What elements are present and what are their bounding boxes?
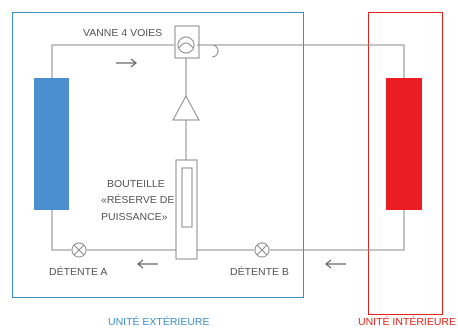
outdoor-unit-label: UNITÉ EXTÉRIEURE <box>108 316 210 328</box>
expansion-b-label: DÉTENTE B <box>230 266 289 278</box>
four-way-valve-icon <box>177 36 195 54</box>
expansion-a-label: DÉTENTE A <box>49 266 108 278</box>
flow-arrow-right-icon <box>116 58 137 68</box>
bottle-label-line-3: PUISSANCE» <box>101 211 168 223</box>
valve-label: VANNE 4 VOIES <box>83 27 163 39</box>
expansion-valve-a-icon <box>71 242 87 258</box>
expansion-valve-b-icon <box>254 242 270 258</box>
reserve-bottle <box>175 159 198 260</box>
bottle-label-line-2: «RÉSERVE DE <box>101 194 175 206</box>
indoor-unit-frame <box>368 12 443 315</box>
indoor-unit-label: UNITÉ INTÉRIEURE <box>358 316 457 328</box>
outdoor-coil <box>34 78 69 210</box>
indoor-coil <box>386 78 422 210</box>
compressor-icon <box>172 94 200 121</box>
refrigerant-piping <box>51 25 405 251</box>
flow-arrow-left-icon <box>325 259 346 269</box>
bottle-label-line-1: BOUTEILLE <box>107 178 165 190</box>
outdoor-unit-frame <box>12 12 304 298</box>
flow-arrow-left-icon <box>137 259 158 269</box>
